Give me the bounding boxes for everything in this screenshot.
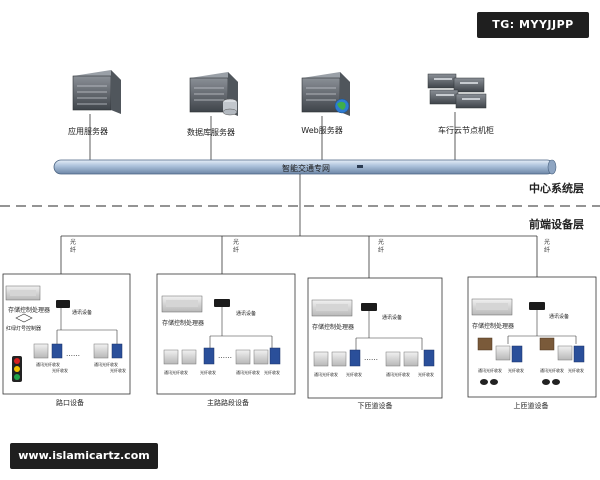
front-layer-label: 前端设备层 — [529, 217, 584, 231]
site-0-cam-label-1: 光纤收发 — [52, 367, 68, 373]
fiber-label-1: 光 — [70, 238, 76, 246]
site-2-title: 下匝道设备 — [358, 401, 393, 410]
fiber-label-1b: 纤 — [70, 246, 76, 254]
fiber-label-2: 光 — [233, 238, 239, 246]
fiber-label-4b: 纤 — [544, 246, 550, 254]
site-1-cam-label-0: 通讯光纤收发 — [164, 369, 188, 375]
site-0-cam-label-2: 通讯光纤收发 — [94, 361, 118, 367]
site-3-cam-label-1: 光纤收发 — [508, 367, 524, 373]
site-2-cam-label-3: 光纤收发 — [418, 371, 434, 377]
watermark-top: TG: MYYJJPP — [477, 12, 589, 38]
server-web-label: Web服务器 — [301, 125, 342, 135]
site-1-switch: 通讯设备 — [236, 310, 256, 317]
site-3-cam-label-0: 通讯光纤收发 — [478, 367, 502, 373]
site-off-ramp: 存储控制处理器 通讯设备 …… 通讯光纤收发 光纤收发 通讯光纤收发 光纤收发 — [307, 277, 443, 399]
site-0-switch: 通讯设备 — [72, 309, 92, 316]
center-layer-label: 中心系统层 — [529, 181, 584, 195]
site-2-cam-label-1: 光纤收发 — [346, 371, 362, 377]
site-2-cam-label-2: 通讯光纤收发 — [386, 371, 410, 377]
site-0-cam-label-0: 通讯光纤收发 — [36, 361, 60, 367]
fiber-label-3: 光 — [378, 238, 384, 246]
site-on-ramp: 存储控制处理器 通讯设备 通讯光纤收发 光纤收发 通讯光纤收发 光纤收发 — [467, 276, 597, 398]
watermark-bottom: www.islamicartz.com — [10, 443, 158, 469]
site-1-controller: 存储控制处理器 — [162, 319, 204, 327]
site-3-cam-label-3: 光纤收发 — [568, 367, 584, 373]
site-0-extra: 红绿灯号控制器 — [6, 325, 41, 332]
site-0-controller: 存储控制处理器 — [8, 306, 50, 314]
site-1-cam-label-1: 光纤收发 — [200, 369, 216, 375]
server-db-label: 数据库服务器 — [187, 127, 235, 137]
fiber-tree — [60, 174, 538, 303]
server-cabinet — [427, 73, 487, 109]
server-app — [72, 70, 121, 114]
site-0-cam-label-3: 光纤收发 — [110, 367, 126, 373]
fiber-label-4: 光 — [544, 238, 550, 246]
site-1-cam-label-2: 通讯光纤收发 — [236, 369, 260, 375]
site-2-dots: …… — [364, 354, 378, 362]
server-app-label: 应用服务器 — [68, 126, 108, 136]
site-1-title: 主路路段设备 — [207, 398, 249, 407]
site-2-cam-label-0: 通讯光纤收发 — [314, 371, 338, 377]
site-3-title: 上匝道设备 — [514, 401, 549, 410]
site-intersection: 存储控制处理器 通讯设备 红绿灯号控制器 …… 通讯光纤收发 光纤收发 通讯光纤… — [2, 273, 131, 395]
site-0-dots: …… — [66, 350, 80, 358]
fiber-label-3b: 纤 — [378, 246, 384, 254]
server-cabinet-label: 车行云节点机柜 — [438, 125, 494, 135]
network-backbone — [53, 159, 557, 175]
site-3-cam-label-2: 通讯光纤收发 — [540, 367, 564, 373]
site-2-controller: 存储控制处理器 — [312, 323, 354, 331]
site-1-cam-label-3: 光纤收发 — [264, 369, 280, 375]
site-1-dots: …… — [218, 352, 232, 360]
site-3-switch: 通讯设备 — [549, 313, 569, 320]
site-0-title: 路口设备 — [56, 398, 84, 407]
fiber-label-2b: 纤 — [233, 246, 239, 254]
site-2-switch: 通讯设备 — [382, 314, 402, 321]
site-main-road: 存储控制处理器 通讯设备 …… 通讯光纤收发 光纤收发 通讯光纤收发 光纤收发 — [156, 273, 296, 395]
site-3-controller: 存储控制处理器 — [472, 322, 514, 330]
network-label: 智能交通专网 — [282, 163, 330, 173]
server-web — [301, 72, 350, 116]
server-db — [189, 72, 238, 116]
